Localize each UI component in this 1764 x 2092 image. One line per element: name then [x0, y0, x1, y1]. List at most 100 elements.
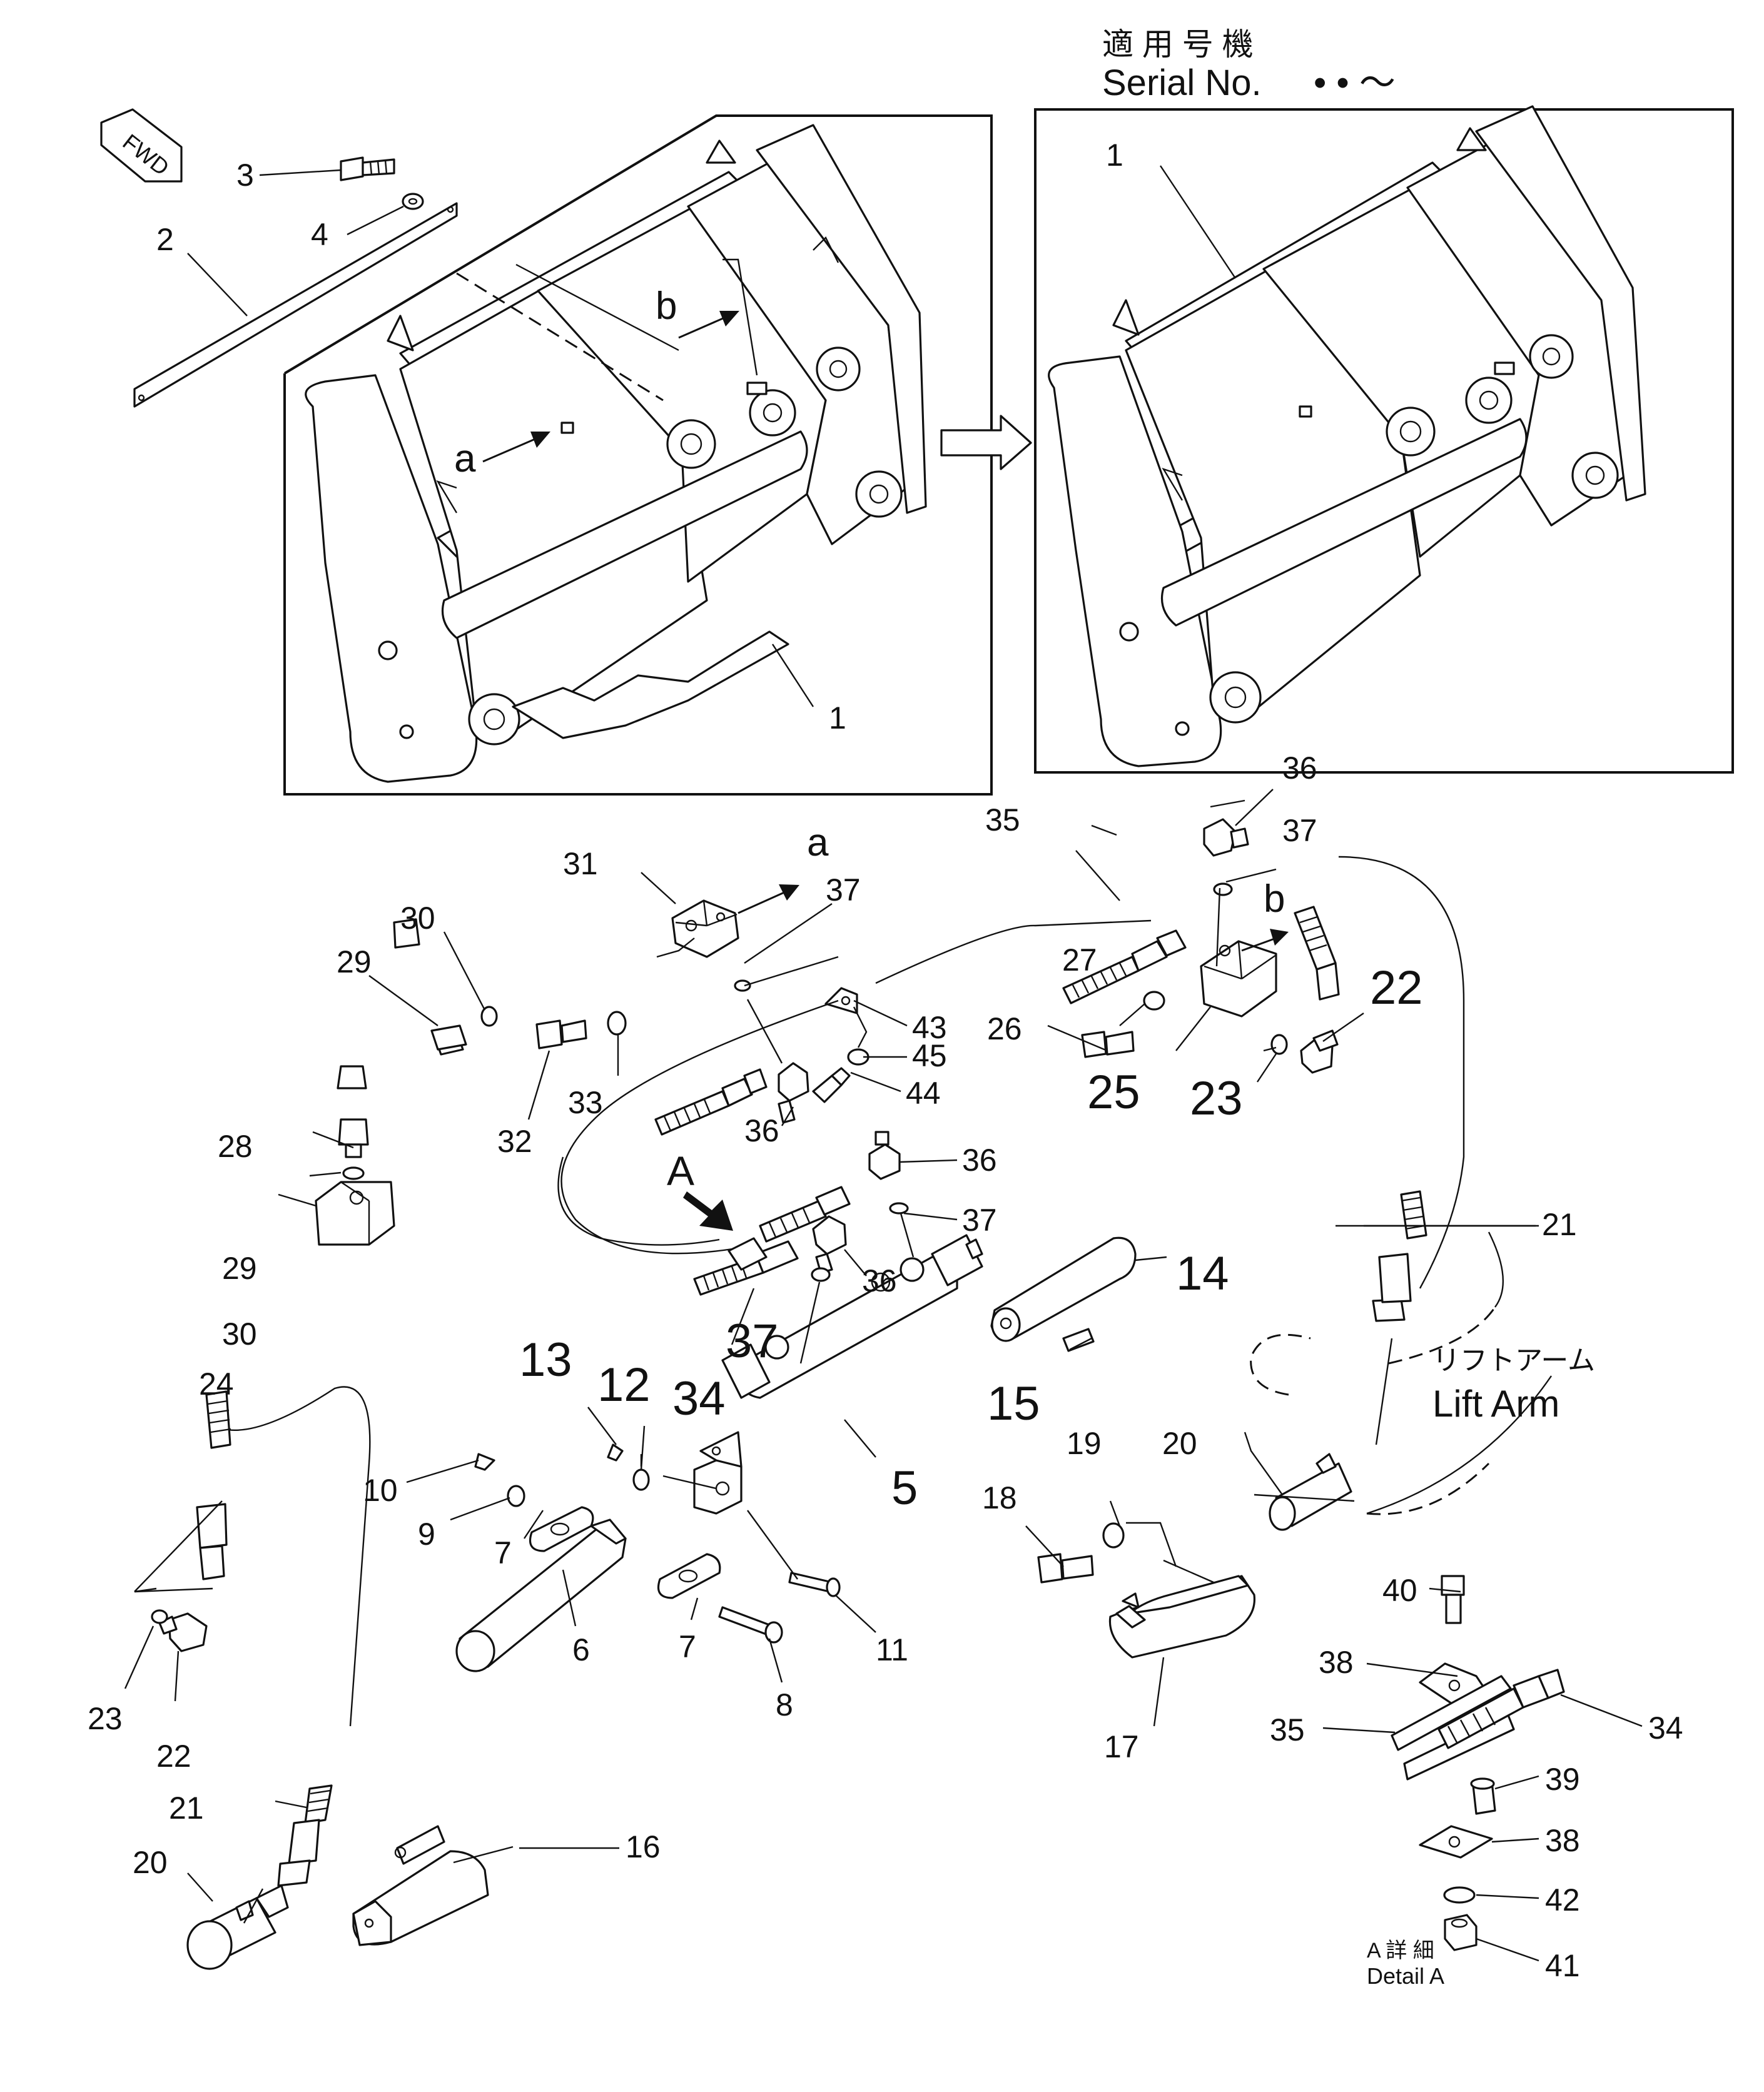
block-24: [315, 1181, 395, 1246]
callout-35-b: 35: [1270, 1712, 1305, 1747]
bolt-44: [812, 1067, 851, 1103]
callout-28: 28: [218, 1129, 253, 1164]
callout-20-b: 20: [133, 1845, 168, 1880]
callout-26: 26: [987, 1011, 1022, 1046]
detail-a-en: Detail A: [1367, 1963, 1444, 1989]
callout-23-a: 23: [1190, 1072, 1243, 1125]
marker-b-left: b: [656, 285, 677, 328]
callout-38-b: 38: [1545, 1823, 1580, 1858]
elbow-36-b: [868, 1131, 901, 1180]
callout-34-a: 34: [672, 1372, 726, 1425]
callout-15: 15: [987, 1377, 1040, 1430]
callout-32: 32: [497, 1124, 532, 1159]
callout-13: 13: [519, 1333, 572, 1387]
callout-20-a: 20: [1162, 1426, 1197, 1461]
tube-28: [337, 918, 420, 1089]
bolt-40: [1441, 1575, 1465, 1624]
callout-8: 8: [776, 1687, 793, 1722]
marker-a-arrow: a: [738, 821, 829, 914]
cover-plate-2: [133, 202, 458, 408]
callout-37-d: 37: [726, 1315, 779, 1368]
elbow-36-c: [812, 1215, 847, 1274]
detail-a-jp: A 詳 細: [1367, 1939, 1434, 1963]
callout-21-a: 21: [1542, 1207, 1577, 1242]
callout-17: 17: [1104, 1729, 1139, 1764]
oring-30-lower: [342, 1166, 365, 1180]
oring-37-c: [811, 1267, 831, 1282]
elbow-36-d: [1203, 818, 1249, 857]
plate-7-b: [657, 1553, 721, 1599]
callout-30-a: 30: [400, 901, 435, 936]
bolt-3: [340, 156, 395, 181]
clamp-38-lower: [1419, 1825, 1493, 1859]
washer-33: [607, 1011, 627, 1036]
washer-9: [507, 1485, 525, 1507]
cylinder-5: [693, 1234, 983, 1515]
callout-23-b: 23: [88, 1701, 123, 1736]
callout-7-a: 7: [494, 1535, 512, 1570]
hose-21-right: [1294, 856, 1465, 1445]
callout-19: 19: [1067, 1426, 1102, 1461]
callout-7-b: 7: [679, 1629, 696, 1664]
lift-arm-jp: リフトアーム: [1432, 1345, 1595, 1376]
marker-a-right: a: [807, 821, 829, 864]
callout-4: 4: [311, 217, 328, 252]
frame-box-left: a b: [283, 114, 993, 796]
fwd-arrow-icon: FWD: [100, 108, 183, 183]
callout-38-a: 38: [1319, 1645, 1354, 1680]
detail-a-pointer-icon: A: [667, 1148, 733, 1231]
port-a-block: [560, 422, 574, 434]
port-b-block: [746, 382, 768, 395]
callout-14: 14: [1176, 1247, 1229, 1300]
spacer-39: [1470, 1777, 1496, 1815]
callout-40: 40: [1382, 1573, 1417, 1608]
detail-a-caption: A 詳 細 Detail A: [1367, 1939, 1444, 1989]
callout-27: 27: [1062, 942, 1097, 978]
oring-23-right: [1270, 1034, 1288, 1055]
plate-7-a: [529, 1506, 594, 1552]
cotter-13: [607, 1443, 624, 1462]
cylinder-20-left: [186, 1884, 289, 1970]
hose-35-detail: [1391, 1675, 1515, 1781]
marker-A: A: [667, 1148, 694, 1194]
callout-12: 12: [597, 1358, 651, 1412]
callout-31: 31: [563, 846, 598, 881]
marker-b-arrow: b: [1241, 877, 1289, 952]
callout-29-b: 29: [222, 1251, 257, 1286]
callout-41: 41: [1545, 1948, 1580, 1983]
callout-34-b: 34: [1648, 1710, 1683, 1746]
elbow-36-a: [778, 1062, 809, 1124]
callout-36-a: 36: [1282, 750, 1317, 786]
callout-22-b: 22: [156, 1739, 191, 1774]
washer-27: [1143, 991, 1165, 1011]
callout-10: 10: [363, 1473, 398, 1508]
callout-3: 3: [236, 158, 254, 193]
callout-25: 25: [1087, 1066, 1140, 1119]
callout-37-a: 37: [1282, 813, 1317, 848]
pin-8: [718, 1606, 783, 1644]
pin-11: [788, 1572, 841, 1597]
block-25: [1200, 940, 1277, 1018]
callout-37-c: 37: [962, 1203, 997, 1238]
callout-1-right: 1: [1106, 138, 1123, 173]
washer-4: [402, 193, 424, 210]
serial-number-header: 適 用 号 機 Serial No. • • ～: [1102, 27, 1396, 103]
bolt-32: [535, 1019, 587, 1049]
marker-a-left: a: [454, 437, 476, 480]
callout-9: 9: [418, 1517, 435, 1552]
transition-arrow-icon: [940, 415, 1032, 470]
callout-35-a: 35: [985, 802, 1020, 837]
quick-coupler-frame-old: [305, 124, 927, 783]
callout-21-b: 21: [169, 1791, 204, 1826]
nut-41: [1444, 1914, 1478, 1951]
callout-42: 42: [1545, 1882, 1580, 1918]
oring-37-b: [889, 1202, 909, 1215]
callout-39: 39: [1545, 1762, 1580, 1797]
frame-box-right: [1034, 105, 1734, 774]
oring-30-upper: [480, 1006, 498, 1027]
callout-1-left: 1: [829, 700, 846, 735]
pin-6: [455, 1518, 627, 1672]
oring-37-a: [734, 979, 751, 992]
callout-44: 44: [906, 1076, 941, 1111]
hose-34-detail: [1437, 1669, 1565, 1749]
